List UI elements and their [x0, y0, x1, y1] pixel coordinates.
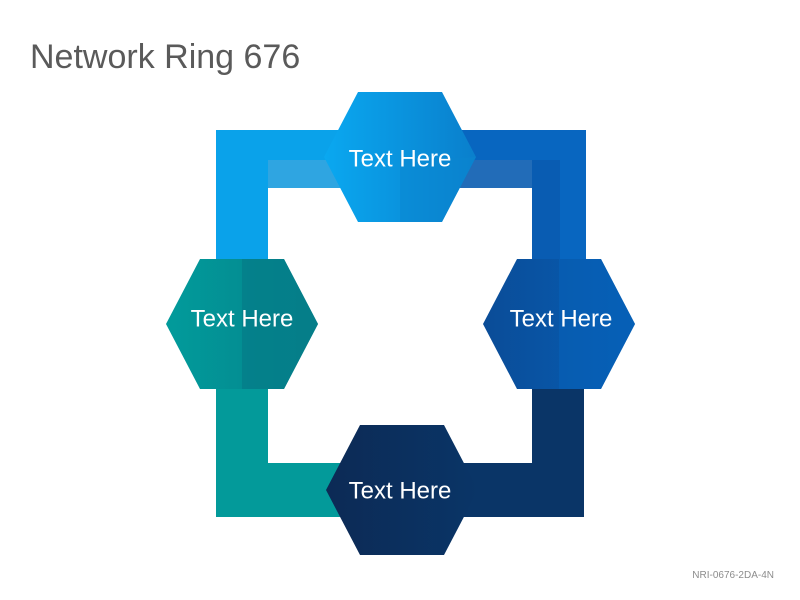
node-right[interactable]: Text Here — [483, 259, 635, 389]
node-top-label: Text Here — [349, 145, 452, 172]
node-bottom-label: Text Here — [349, 477, 452, 504]
footer-code: NRI-0676-2DA-4N — [692, 570, 774, 581]
node-bottom[interactable]: Text Here — [326, 425, 478, 555]
node-top[interactable]: Text Here — [324, 92, 476, 222]
node-left[interactable]: Text Here — [166, 259, 318, 389]
node-left-label: Text Here — [191, 305, 294, 332]
node-right-label: Text Here — [510, 305, 613, 332]
slide-title: Network Ring 676 — [30, 38, 301, 76]
